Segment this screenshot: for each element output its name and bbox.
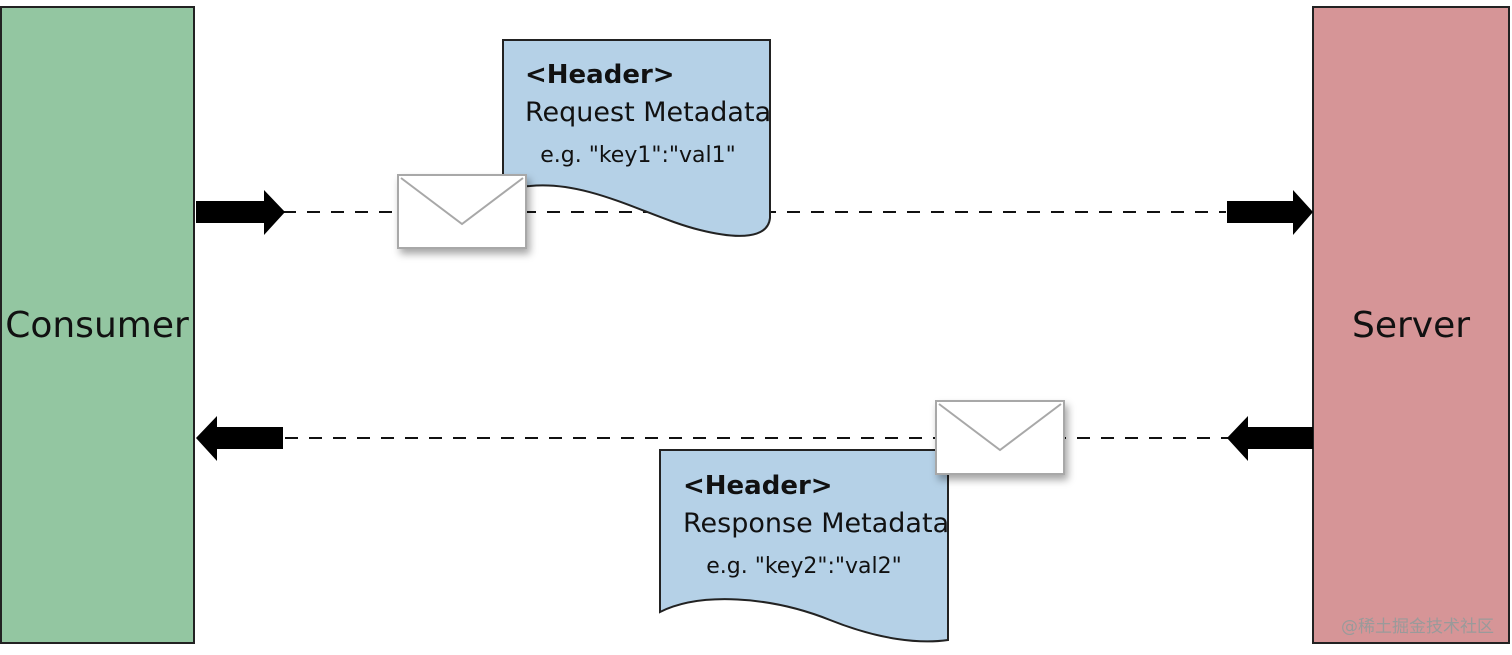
server-label: Server [1352, 305, 1470, 346]
request-metadata-note: <Header> Request Metadata e.g. "key1":"v… [502, 39, 771, 237]
consumer-box: Consumer [0, 6, 195, 644]
response-start-arrow-icon [1227, 416, 1313, 461]
response-note-header: <Header> [683, 471, 833, 501]
server-box: Server [1312, 6, 1510, 644]
request-end-arrow-icon [1227, 190, 1313, 235]
request-start-arrow-icon [196, 190, 285, 235]
request-note-title: Request Metadata [525, 97, 771, 128]
response-note-shape [659, 449, 949, 643]
response-note-title: Response Metadata [683, 508, 949, 539]
request-envelope-icon [397, 174, 527, 249]
response-end-arrow-icon [196, 416, 283, 461]
response-envelope-icon [935, 400, 1065, 475]
consumer-label: Consumer [5, 305, 189, 346]
watermark: @稀土掘金技术社区 [1341, 617, 1494, 637]
consumer-box-body [0, 6, 195, 644]
response-note-example: e.g. "key2":"val2" [706, 554, 902, 579]
request-note-example: e.g. "key1":"val1" [540, 143, 736, 168]
request-note-header: <Header> [525, 60, 675, 90]
request-note-shape [502, 39, 771, 237]
server-box-body [1312, 6, 1510, 644]
response-metadata-note: <Header> Response Metadata e.g. "key2":"… [659, 449, 949, 643]
